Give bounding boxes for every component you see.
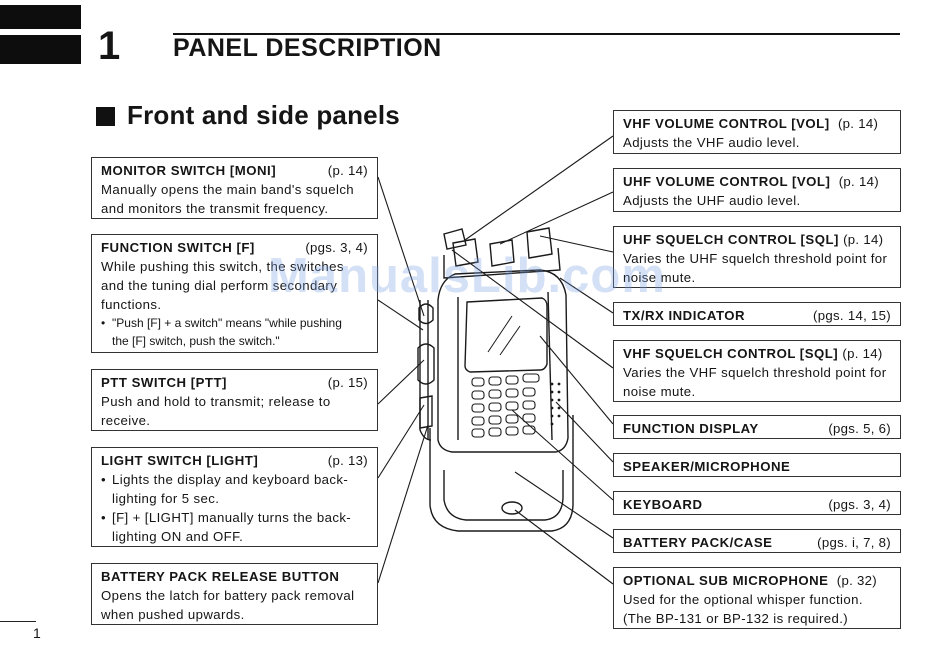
txrx-indicator-box: TX/RX INDICATOR (pgs. 14, 15) [613,302,901,326]
box-text-line: Opens the latch for battery pack removal [101,588,355,603]
bullet-line: lighting for 5 sec. [112,491,220,506]
bullet-icon: • [101,316,106,330]
uhf-squelch-box: UHF SQUELCH CONTROL [SQL] (p. 14) Varies… [613,226,901,288]
box-text-line: noise mute. [623,270,696,285]
display-glare [487,315,521,356]
box-title: UHF VOLUME CONTROL [VOL] [623,174,831,189]
page-ref: (p. 15) [327,375,368,390]
bullet-line: lighting ON and OFF. [112,529,244,544]
box-title: KEYBOARD [623,497,703,512]
uhf-sql-ring [526,227,553,259]
page-ref: (pgs. 3, 4) [305,240,368,255]
page-ref: (pgs. 14, 15) [813,308,891,323]
speaker-microphone-box: SPEAKER/MICROPHONE [613,453,901,477]
light-switch [419,395,433,429]
function-switch-box: FUNCTION SWITCH [F] (pgs. 3, 4) While pus… [91,234,378,353]
box-title: MONITOR SWITCH [MONI] [101,163,277,178]
box-title: UHF SQUELCH CONTROL [SQL] [623,232,839,247]
watermark: ManualsLib.com [268,249,666,303]
box-title: SPEAKER/MICROPHONE [623,459,791,474]
battery-groove [443,470,564,521]
display-outline [464,297,548,373]
page-ref: (p. 32) [836,573,877,588]
box-text-line: Used for the optional whisper function. [623,592,863,607]
page-ref: (pgs. i, 7, 8) [817,535,891,550]
note-line: the [F] switch, push the switch." [112,334,280,348]
page-ref: (p. 14) [837,116,879,131]
box-title: FUNCTION SWITCH [F] [101,240,255,255]
box-text-line: (The BP-131 or BP-132 is required.) [623,611,849,626]
keypad [471,373,540,438]
page-ref: (p. 14) [842,346,883,361]
box-text-line: when pushed upwards. [101,607,245,622]
box-text-line: and the tuning dial perform secondary [101,278,338,293]
box-title: OPTIONAL SUB MICROPHONE [623,573,829,588]
box-text-line: and monitors the transmit frequency. [101,201,329,216]
box-title: VHF SQUELCH CONTROL [SQL] [623,346,839,361]
page-ref: (p. 14) [843,232,884,247]
bullet-icon: • [101,472,107,487]
chapter-tab-mark [0,35,81,64]
top-plate [443,247,561,279]
chapter-number: 1 [98,24,120,68]
note-line: "Push [F] + a switch" means "while pushi… [112,316,342,330]
keyboard-box: KEYBOARD (pgs. 3, 4) [613,491,901,515]
box-title: BATTERY PACK/CASE [623,535,773,550]
box-text-line: Adjusts the VHF audio level. [623,135,800,150]
box-title: LIGHT SWITCH [LIGHT] [101,453,259,468]
function-display-box: FUNCTION DISPLAY (pgs. 5, 6) [613,415,901,439]
bullet-icon: • [101,510,107,525]
monitor-switch-box: MONITOR SWITCH [MONI] (p. 14) Manually op… [91,157,378,219]
ptt-switch-box: PTT SWITCH [PTT] (p. 15) Push and hold to… [91,369,378,431]
box-text-line: functions. [101,297,162,312]
box-text-line: Manually opens the main band's squelch [101,182,355,197]
battery-release-box: BATTERY PACK RELEASE BUTTON Opens the la… [91,563,378,625]
vhf-volume-box: VHF VOLUME CONTROL [VOL] (p. 14) Adjusts… [613,110,901,154]
battery-pack-case-box: BATTERY PACK/CASE (pgs. i, 7, 8) [613,529,901,553]
page-ref: (p. 14) [327,163,368,178]
page-ref: (p. 13) [327,453,368,468]
ptt-switch [417,343,435,385]
page-ref: (pgs. 5, 6) [828,421,891,436]
vhf-sql-ring [443,228,467,250]
moni-switch [418,303,434,325]
title-rule [173,33,900,35]
box-title: PTT SWITCH [PTT] [101,375,227,390]
box-text-line: receive. [101,413,151,428]
uhf-volume-box: UHF VOLUME CONTROL [VOL] (p. 14) Adjusts… [613,168,901,212]
light-switch-box: LIGHT SWITCH [LIGHT] (p. 13) • Lights the … [91,447,378,547]
vhf-vol-knob [452,238,479,267]
box-text-line: Varies the VHF squelch threshold point f… [623,365,887,380]
leader-lines [377,135,614,585]
side-edge [419,300,432,441]
box-title: TX/RX INDICATOR [623,308,746,323]
radio-body-outline [437,269,569,453]
box-title: VHF VOLUME CONTROL [VOL] [623,116,830,131]
section-bullet-icon [96,107,115,126]
bullet-line: Lights the display and keyboard back- [112,472,349,487]
box-text-line: While pushing this switch, the switches [101,259,344,274]
box-text-line: Varies the UHF squelch threshold point f… [623,251,888,266]
box-title: BATTERY PACK RELEASE BUTTON [101,569,340,584]
page-ref: (p. 14) [838,174,879,189]
box-title: FUNCTION DISPLAY [623,421,759,436]
box-text-line: Adjusts the UHF audio level. [623,193,801,208]
bullet-line: [F] + [LIGHT] manually turns the back- [112,510,352,525]
page-ref: (pgs. 3, 4) [828,497,891,512]
speaker-grille [550,382,561,426]
page-number-rule [0,621,36,622]
section-title: Front and side panels [127,100,400,130]
page-number: 1 [33,625,41,641]
vhf-squelch-box: VHF SQUELCH CONTROL [SQL] (p. 14) Varies… [613,340,901,402]
chapter-title: PANEL DESCRIPTION [173,34,442,62]
sub-mic [501,501,523,515]
box-text-line: noise mute. [623,384,696,399]
optional-sub-mic-box: OPTIONAL SUB MICROPHONE (p. 32) Used for… [613,567,901,629]
battery-pack-outline [429,415,574,532]
chapter-tab-mark [0,5,81,29]
box-text-line: Push and hold to transmit; release to [101,394,331,409]
